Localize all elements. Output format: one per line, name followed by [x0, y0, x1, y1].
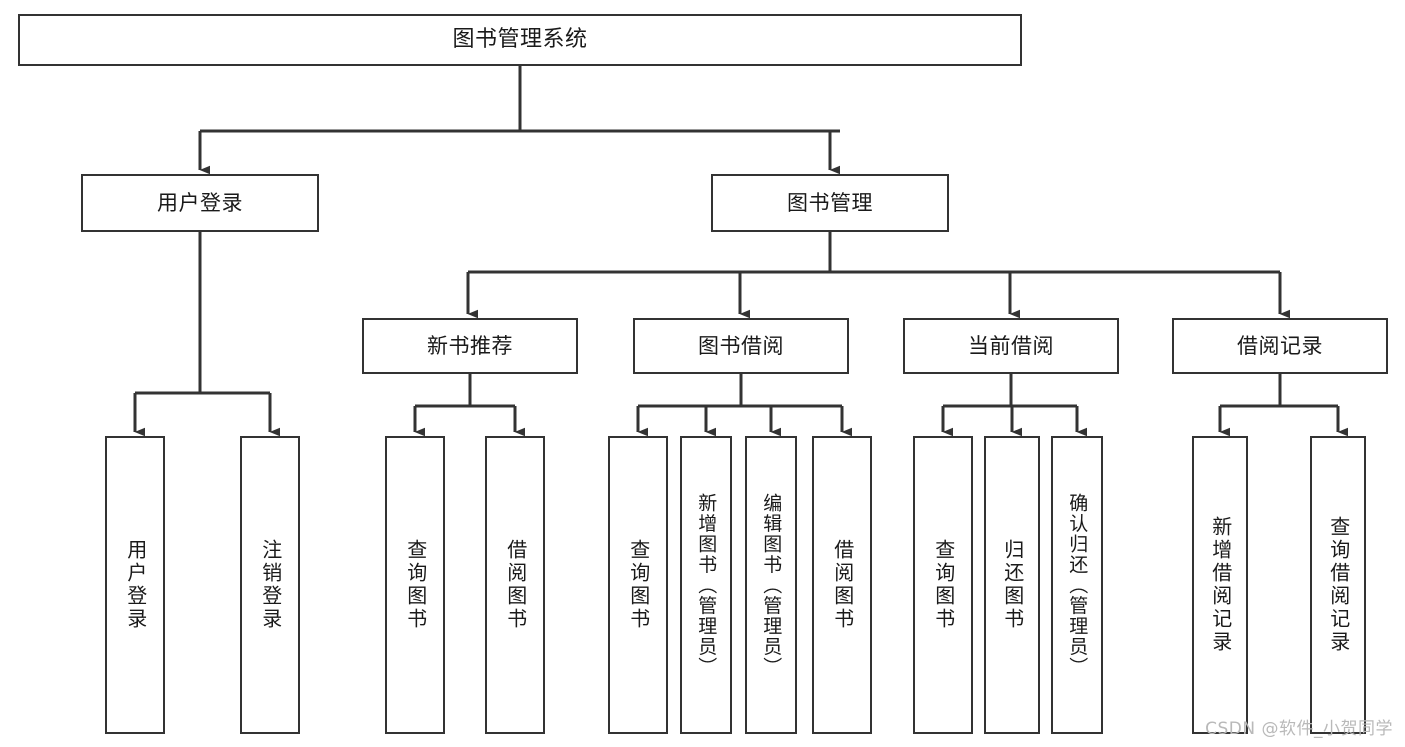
node-leaf-confirm-return[interactable]: 确认归还（管理员）: [1051, 436, 1103, 734]
node-borrow-record[interactable]: 借阅记录: [1172, 318, 1388, 374]
node-label: 图书管理: [787, 190, 873, 215]
edge-group-user-login: [133, 232, 281, 437]
node-leaf-query-book-borrow[interactable]: 查询图书: [608, 436, 668, 734]
node-leaf-user-logout[interactable]: 注销登录: [240, 436, 300, 734]
node-label: 查询图书: [403, 539, 428, 631]
node-leaf-query-record[interactable]: 查询借阅记录: [1310, 436, 1366, 734]
node-new-book-rec[interactable]: 新书推荐: [362, 318, 578, 374]
node-label: 当前借阅: [968, 333, 1054, 358]
edge-group-root: [198, 66, 841, 175]
node-leaf-borrow-book-rec[interactable]: 借阅图书: [485, 436, 545, 734]
node-label: 用户登录: [157, 190, 243, 215]
node-user-login[interactable]: 用户登录: [81, 174, 319, 232]
node-label: 查询借阅记录: [1326, 516, 1351, 654]
edge-group-new-book-rec: [413, 374, 526, 437]
edge-group-book-borrow: [636, 374, 853, 437]
node-root-system[interactable]: 图书管理系统: [18, 14, 1022, 66]
node-leaf-borrow-book[interactable]: 借阅图书: [812, 436, 872, 734]
node-label: 归还图书: [1000, 539, 1025, 631]
node-leaf-add-book[interactable]: 新增图书（管理员）: [680, 436, 732, 734]
node-current-borrow[interactable]: 当前借阅: [903, 318, 1119, 374]
node-label: 新增图书（管理员）: [695, 492, 718, 678]
node-label: 图书借阅: [698, 333, 784, 358]
node-label: 查询图书: [626, 539, 651, 631]
node-book-borrow[interactable]: 图书借阅: [633, 318, 849, 374]
node-label: 新书推荐: [427, 333, 513, 358]
watermark-text: CSDN @软件_小贺同学: [1205, 719, 1393, 739]
node-label: 确认归还（管理员）: [1066, 492, 1089, 678]
node-label: 图书管理系统: [452, 27, 588, 53]
edge-group-borrow-record: [1218, 374, 1349, 437]
node-book-manage[interactable]: 图书管理: [711, 174, 949, 232]
node-leaf-query-book-cur[interactable]: 查询图书: [913, 436, 973, 734]
node-label: 用户登录: [123, 539, 148, 631]
edge-group-book-manage: [466, 232, 1291, 319]
node-label: 编辑图书（管理员）: [760, 492, 783, 678]
node-label: 新增借阅记录: [1208, 516, 1233, 654]
node-leaf-edit-book[interactable]: 编辑图书（管理员）: [745, 436, 797, 734]
node-label: 借阅图书: [503, 539, 528, 631]
node-leaf-return-book[interactable]: 归还图书: [984, 436, 1040, 734]
node-label: 借阅图书: [830, 539, 855, 631]
node-label: 查询图书: [931, 539, 956, 631]
node-label: 注销登录: [258, 539, 283, 631]
node-label: 借阅记录: [1237, 333, 1323, 358]
edge-group-current-borrow: [941, 374, 1088, 437]
node-leaf-user-login[interactable]: 用户登录: [105, 436, 165, 734]
node-leaf-add-record[interactable]: 新增借阅记录: [1192, 436, 1248, 734]
node-leaf-query-book-rec[interactable]: 查询图书: [385, 436, 445, 734]
